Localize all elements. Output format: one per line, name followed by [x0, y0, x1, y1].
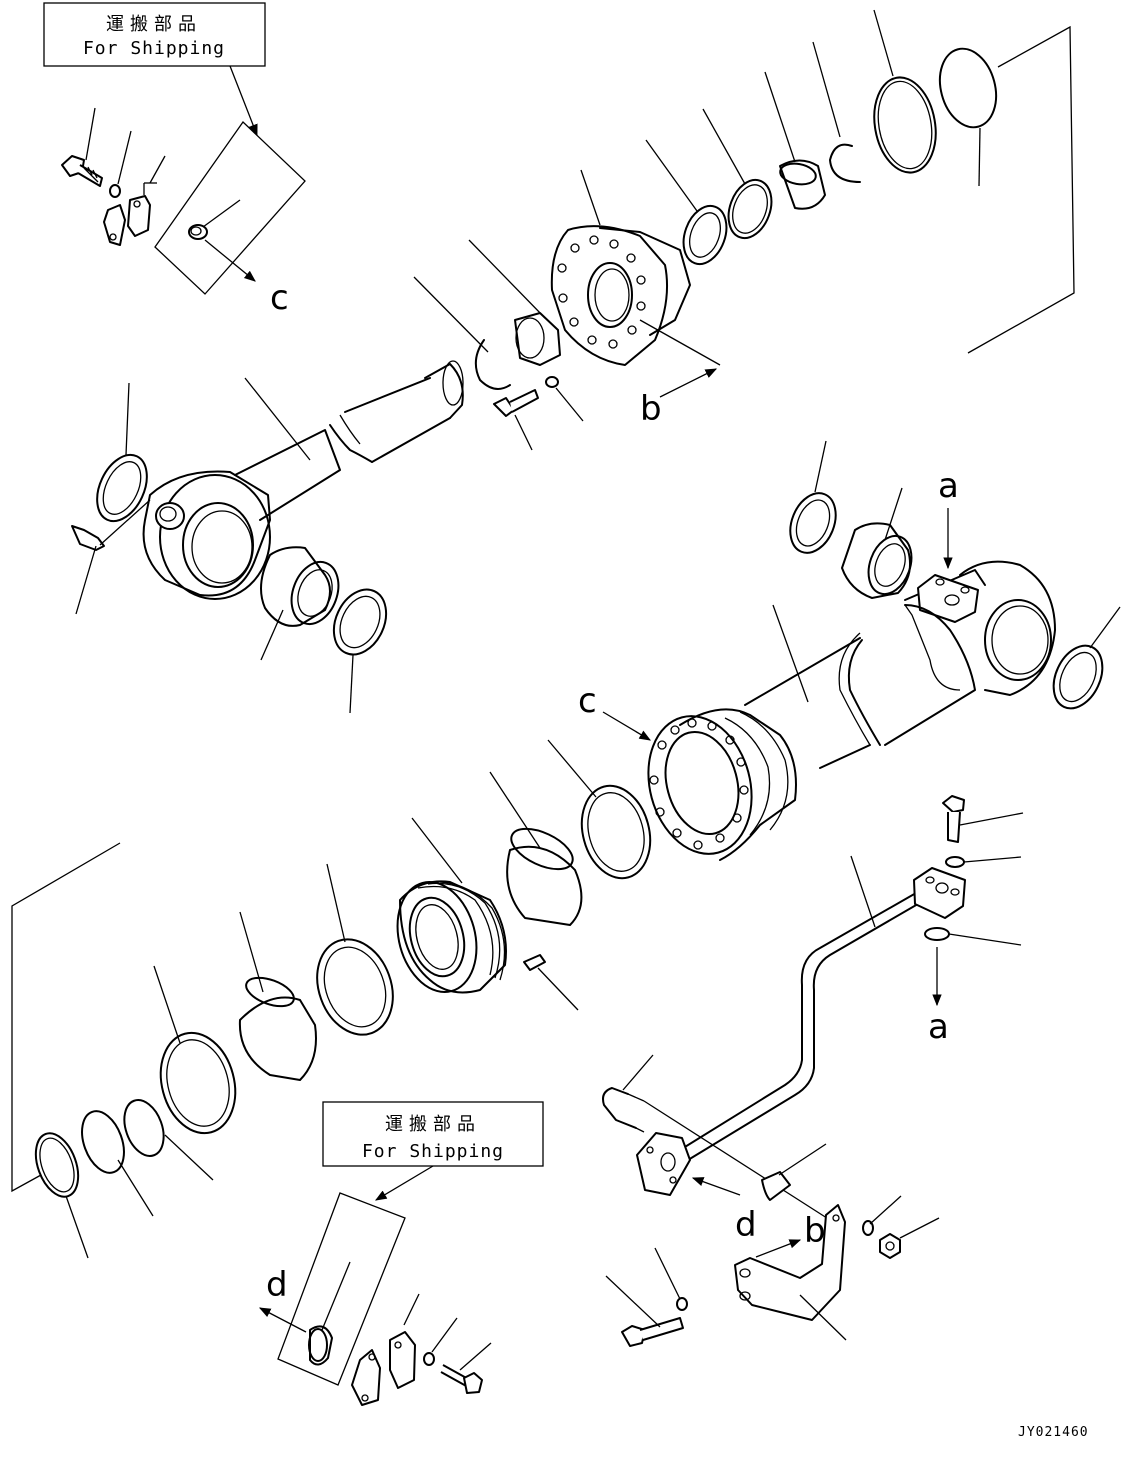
arrow-c-mid [602, 711, 652, 741]
shipping-label-top-en: For Shipping [83, 38, 225, 59]
washer-bottom [423, 1317, 458, 1366]
bolt-pipe-upper [942, 795, 1024, 843]
ref-letter-b-mid: b [640, 389, 662, 429]
piston [396, 817, 507, 994]
washer-bracket-right [862, 1195, 902, 1236]
arrow-d-right [691, 1177, 741, 1196]
ref-letter-c-top: c [270, 278, 289, 318]
shipping-label-bottom-en: For Shipping [362, 1141, 504, 1162]
buffer-ring [645, 139, 728, 266]
piston-dowel-pin [523, 954, 579, 1011]
backup-ring-tube-2 [34, 1132, 89, 1259]
bushing-head [764, 71, 826, 210]
u-bolt [602, 1054, 831, 1221]
backup-ring-tube [547, 739, 652, 880]
dust-seal-rod-right [332, 588, 388, 714]
ref-letter-a-top: a [938, 466, 959, 506]
piston-nut [468, 239, 561, 366]
shipping-label-bottom-jp: 運搬部品 [385, 1114, 481, 1135]
group-bracket-top [967, 25, 1075, 354]
shipping-label-top: 運搬部品 For Shipping [43, 2, 266, 67]
o-ring-tube-2 [81, 1110, 154, 1217]
dust-seal-tube-right [1052, 606, 1121, 710]
washer-pipe-upper [945, 856, 1022, 868]
rod-packing [702, 108, 773, 240]
grease-fitting [71, 499, 151, 615]
cylinder-tube [647, 560, 1056, 861]
set-screw [493, 389, 539, 451]
shipping-label-top-jp: 運搬部品 [106, 14, 202, 35]
dust-seal-tube-left [789, 440, 837, 554]
ref-letter-d-left: d [266, 1265, 288, 1305]
clamp-pad [761, 1143, 827, 1201]
shipping-bottom-pointer [374, 1165, 434, 1201]
hydraulic-pipe [636, 855, 966, 1196]
backup-ring-head [873, 9, 937, 174]
washer-bracket-left [654, 1247, 688, 1311]
shipping-top-pointer [229, 65, 258, 137]
nut-bracket [879, 1217, 940, 1259]
drawing-code: JY021460 [1018, 1425, 1089, 1440]
wear-ring-1 [489, 771, 583, 926]
ref-letter-b-bottom: b [804, 1211, 826, 1251]
o-ring-tube-1 [123, 1099, 214, 1181]
o-ring-head [938, 47, 998, 187]
piston-rod [142, 360, 464, 600]
ref-letter-a-bottom: a [928, 1007, 949, 1047]
split-flange-bottom [351, 1293, 420, 1406]
wear-ring-3 [153, 965, 237, 1135]
shipping-plug-panel-top [154, 121, 306, 295]
snap-ring-head [812, 41, 861, 183]
dust-seal-rod-left [96, 382, 148, 523]
cylinder-head [550, 169, 721, 398]
bushing-tube [841, 487, 913, 599]
ref-letter-d-right: d [735, 1205, 757, 1245]
ref-letter-c-mid: c [578, 681, 597, 721]
washer-top-left [109, 130, 132, 198]
split-flange-top-left [103, 155, 166, 246]
bolt-bottom [440, 1342, 492, 1394]
bushing-rod-eye [260, 546, 340, 661]
wear-ring-2 [238, 911, 317, 1081]
pipe-bracket [734, 1204, 847, 1341]
o-ring-pipe [924, 927, 1022, 1007]
piston-seal [316, 863, 394, 1036]
shipping-plug-panel-bottom [258, 1192, 406, 1386]
bolt-top-left [61, 107, 103, 187]
group-bracket-bottom [11, 842, 121, 1193]
retaining-ring-rod [413, 276, 511, 390]
shipping-label-bottom: 運搬部品 For Shipping [322, 1101, 544, 1167]
washer-set-screw [545, 376, 584, 422]
bolt-bracket [605, 1275, 684, 1347]
